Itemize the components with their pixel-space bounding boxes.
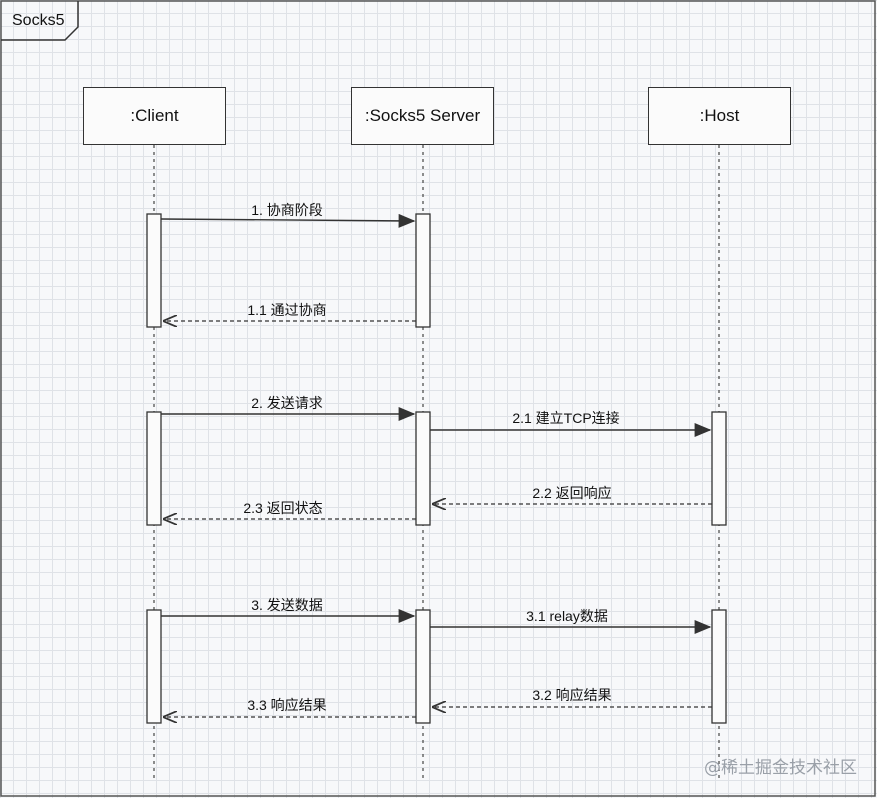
activation-host-2 — [711, 411, 727, 526]
activation-server-3 — [415, 609, 431, 724]
message-label-2-2: 2.2 返回响应 — [532, 485, 612, 501]
arrow-1 — [160, 213, 416, 228]
frame-tab-outline — [1, 1, 79, 41]
participant-socks5-server: :Socks5 Server — [351, 87, 494, 145]
watermark: @稀土掘金技术社区 — [704, 758, 857, 778]
message-label-2-3: 2.3 返回状态 — [243, 500, 323, 516]
message-label-2: 2. 发送请求 — [251, 395, 323, 411]
participant-host: :Host — [648, 87, 791, 145]
participant-client: :Client — [83, 87, 226, 145]
message-label-1-1: 1.1 通过协商 — [247, 302, 327, 318]
message-label-3-3: 3.3 响应结果 — [247, 697, 327, 713]
frame-title: Socks5 — [12, 12, 65, 29]
activation-client-3 — [146, 609, 162, 724]
message-label-3-1: 3.1 relay数据 — [526, 608, 608, 624]
activation-server-2 — [415, 411, 431, 526]
activation-client-1 — [146, 213, 162, 328]
frame-tab: Socks5 — [0, 0, 78, 40]
message-label-3-2: 3.2 响应结果 — [532, 687, 612, 703]
activation-host-3 — [711, 609, 727, 724]
message-label-3: 3. 发送数据 — [251, 597, 323, 613]
activation-server-1 — [415, 213, 431, 328]
activation-client-2 — [146, 411, 162, 526]
message-label-2-1: 2.1 建立TCP连接 — [512, 410, 620, 426]
message-label-1: 1. 协商阶段 — [251, 202, 323, 218]
